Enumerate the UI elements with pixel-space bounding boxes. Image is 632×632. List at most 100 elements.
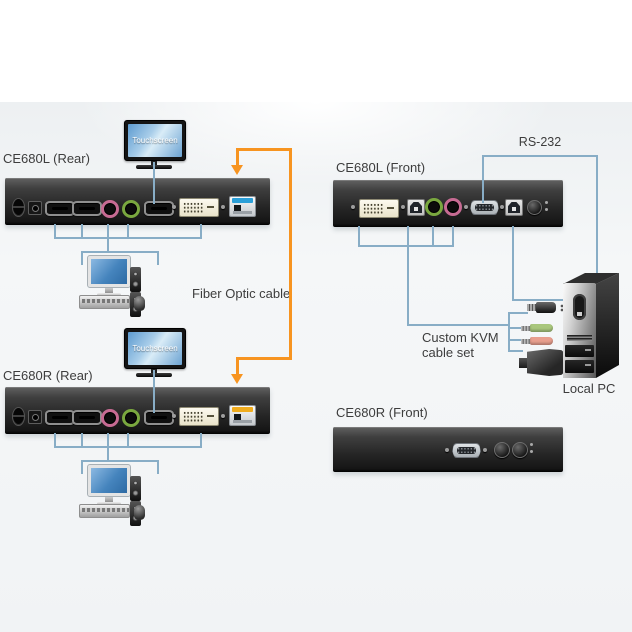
cable-segment bbox=[432, 226, 434, 247]
keyboard-icon bbox=[79, 295, 130, 309]
hdmi-port-icon bbox=[144, 410, 174, 425]
touchscreen-bezel: Touchscreen bbox=[124, 120, 186, 161]
dvi-plug-icon bbox=[519, 349, 565, 377]
down-arrow-icon bbox=[231, 165, 243, 175]
serial-db9-port-icon bbox=[470, 200, 499, 215]
screw-icon bbox=[464, 205, 468, 209]
dvi-port-icon bbox=[179, 198, 219, 217]
cable-segment bbox=[157, 251, 159, 265]
hdmi-port-icon bbox=[45, 410, 75, 425]
mouse-icon bbox=[134, 296, 145, 311]
touchscreen-bezel: Touchscreen bbox=[124, 328, 186, 369]
screw-icon bbox=[172, 414, 176, 418]
cable-segment bbox=[54, 446, 202, 448]
cable-segment bbox=[236, 148, 292, 151]
screw-icon bbox=[221, 414, 225, 418]
kvm-cable-set-label-line2: cable set bbox=[422, 345, 475, 360]
touchscreen-screen-label: Touchscreen bbox=[128, 332, 182, 365]
pc-drive-bay bbox=[565, 345, 594, 357]
kvm-cable-set-label-line1: Custom KVM bbox=[422, 330, 499, 345]
cable-segment bbox=[107, 224, 109, 239]
mouse-icon bbox=[134, 505, 145, 520]
pc-front-face bbox=[563, 283, 596, 378]
power-jack-icon bbox=[28, 410, 42, 424]
grounding-slot-icon bbox=[12, 407, 25, 426]
cable-segment bbox=[596, 155, 598, 273]
sfp-fiber-port-icon bbox=[229, 405, 256, 426]
down-arrow-icon bbox=[231, 374, 243, 384]
cable-segment bbox=[200, 433, 202, 448]
cable-segment bbox=[508, 339, 524, 341]
cable-segment bbox=[236, 357, 292, 360]
cable-segment bbox=[289, 148, 292, 360]
cable-segment bbox=[107, 237, 109, 253]
audio-speaker-jack-icon bbox=[425, 198, 443, 216]
screw-icon bbox=[445, 448, 449, 452]
screw-icon bbox=[221, 205, 225, 209]
cable-segment bbox=[482, 155, 598, 157]
grounding-slot-icon bbox=[12, 198, 25, 217]
cable-segment bbox=[407, 226, 409, 326]
cable-segment bbox=[508, 312, 510, 352]
pc-drive-bay bbox=[565, 360, 594, 373]
usb-b-port-icon bbox=[505, 199, 523, 216]
push-button-icon bbox=[512, 442, 528, 458]
screw-icon bbox=[172, 205, 176, 209]
audio-mic-jack-icon bbox=[101, 409, 119, 427]
monitor-icon bbox=[87, 255, 131, 297]
cable-segment bbox=[127, 433, 129, 448]
cable-segment bbox=[81, 433, 83, 448]
cable-segment bbox=[54, 224, 56, 239]
cable-segment bbox=[81, 460, 159, 462]
console-peripherals bbox=[66, 255, 154, 317]
cable-segment bbox=[153, 370, 155, 413]
cable-segment bbox=[81, 251, 159, 253]
audio-mic-jack-icon bbox=[101, 200, 119, 218]
screw-icon bbox=[483, 448, 487, 452]
audio-speaker-jack-icon bbox=[122, 409, 140, 427]
ce680l-front-panel bbox=[333, 180, 563, 227]
led-indicator-icon bbox=[530, 443, 533, 457]
ce680r-rear-panel bbox=[5, 387, 270, 434]
cable-segment bbox=[81, 460, 83, 474]
touchscreen-screen-label: Touchscreen bbox=[128, 124, 182, 157]
ce680l-rear-panel bbox=[5, 178, 270, 225]
cable-segment bbox=[358, 226, 360, 247]
pc-top-face bbox=[563, 273, 619, 284]
screw-icon bbox=[500, 205, 504, 209]
screw-icon bbox=[351, 205, 355, 209]
audio-speaker-jack-icon bbox=[122, 200, 140, 218]
pc-vent bbox=[567, 335, 592, 341]
cable-segment bbox=[153, 162, 155, 204]
hdmi-port-icon bbox=[72, 201, 102, 216]
hdmi-port-icon bbox=[144, 201, 174, 216]
cable-segment bbox=[81, 224, 83, 239]
ce680r-front-label: CE680R (Front) bbox=[336, 405, 428, 420]
audio-plug-pink-icon bbox=[521, 337, 553, 345]
push-button-icon bbox=[527, 200, 542, 215]
power-jack-icon bbox=[28, 201, 42, 215]
rs232-label: RS-232 bbox=[518, 135, 562, 149]
ce680l-front-label: CE680L (Front) bbox=[336, 160, 426, 175]
cable-segment bbox=[200, 224, 202, 239]
cable-segment bbox=[512, 299, 564, 301]
cable-segment bbox=[236, 357, 239, 375]
fiber-optic-cable-label: Fiber Optic cable bbox=[192, 286, 291, 301]
cable-segment bbox=[407, 324, 510, 326]
cable-segment bbox=[508, 350, 523, 352]
cable-segment bbox=[512, 226, 514, 301]
ce680l-rear-label: CE680L (Rear) bbox=[3, 151, 90, 166]
console-peripherals bbox=[66, 464, 154, 526]
dvi-port-icon bbox=[359, 199, 399, 218]
cable-segment bbox=[358, 245, 454, 247]
local-pc-label: Local PC bbox=[562, 381, 616, 396]
cable-segment bbox=[508, 327, 524, 329]
pc-tower-icon bbox=[556, 268, 622, 380]
cable-segment bbox=[81, 251, 83, 265]
cable-segment bbox=[54, 433, 56, 448]
sfp-fiber-port-icon bbox=[229, 196, 256, 217]
ce680r-front-panel bbox=[333, 427, 563, 472]
keyboard-icon bbox=[79, 504, 130, 518]
cable-segment bbox=[452, 226, 454, 247]
